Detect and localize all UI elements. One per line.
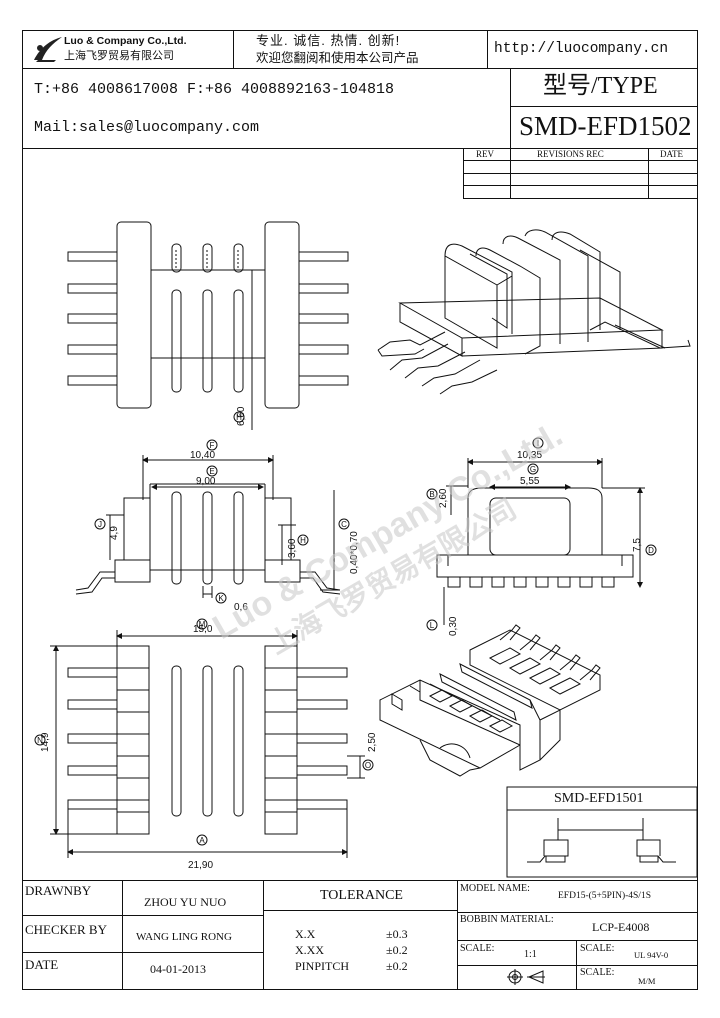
ref-letter-o: O (365, 761, 371, 770)
tol-key-1: X.X (295, 927, 316, 941)
checker-value: WANG LING RONG (136, 931, 232, 943)
drawnby-value: ZHOU YU NUO (144, 895, 227, 909)
drawnby-label: DRAWNBY (25, 883, 92, 898)
model-name-label: MODEL NAME: (460, 883, 530, 894)
bobbin-material-label: BOBBIN MATERIAL: (460, 914, 554, 925)
company-name-en: Luo & Company Co.,Ltd. (64, 35, 187, 47)
bottom-view (50, 630, 365, 858)
dim-side-d: 7,5 (632, 538, 643, 552)
tol-key-3: PINPITCH (295, 959, 350, 973)
dim-bottom-m: 15,0 (193, 624, 213, 635)
bobbin-material-value: LCP-E4008 (592, 920, 650, 934)
dim-top-h: 6,60 (236, 406, 247, 426)
scale3-value: M/M (638, 976, 656, 986)
projection-symbol-icon (507, 969, 545, 985)
scale-label: SCALE: (460, 943, 495, 954)
ref-letter-g: G (530, 465, 536, 474)
revisions-col-date: DATE (660, 149, 683, 159)
tol-val-1: ±0.3 (386, 927, 408, 941)
ref-letter-f: F (210, 441, 215, 450)
reference-box (506, 786, 698, 878)
watermark-en: Luo & Company Co.,Ltd. (206, 416, 569, 647)
ref-letter-b: B (429, 490, 434, 499)
ref-letter-c: C (341, 520, 347, 529)
scale3-label: SCALE: (580, 967, 615, 978)
ref-letter-d: D (648, 546, 654, 555)
slogan-line-1: 专业. 诚信. 热情. 创新! (256, 33, 401, 48)
isometric-view-top (377, 229, 691, 395)
dim-front-j: 4,9 (109, 526, 120, 540)
model-number: SMD-EFD1502 (519, 111, 692, 141)
dim-side-l: 0,30 (448, 616, 459, 636)
side-view (436, 458, 645, 625)
dim-front-k: 0,6 (234, 602, 248, 613)
isometric-view-bottom (379, 624, 601, 777)
luo-logo-icon (34, 37, 62, 62)
ref-letter-h-top: H (236, 413, 242, 422)
dim-front-h: 3,60 (287, 538, 298, 558)
dim-side-b: 2,60 (438, 488, 449, 508)
date-value: 04-01-2013 (150, 962, 206, 976)
ref-letter-j: J (98, 520, 102, 529)
ref-letter-a: A (199, 836, 205, 845)
dim-bottom-n: 14,9 (40, 732, 51, 752)
dim-side-g: 5,55 (520, 476, 540, 487)
tol-val-3: ±0.2 (386, 959, 408, 973)
checker-label: CHECKER BY (25, 922, 107, 937)
tolerance-label: TOLERANCE (320, 888, 403, 903)
top-view (67, 221, 349, 430)
scale2-value: UL 94V-0 (634, 950, 669, 960)
ref-letter-l: L (430, 621, 435, 630)
email-address[interactable]: Mail:sales@luocompany.com (34, 119, 260, 136)
dim-front-c: 0,40*0,70 (349, 531, 360, 574)
scale2-label: SCALE: (580, 943, 615, 954)
date-label: DATE (25, 957, 59, 972)
ref-letter-i: I (537, 439, 539, 448)
front-view (75, 455, 341, 598)
slogan-line-2: 欢迎您翻阅和使用本公司产品 (256, 51, 419, 65)
dim-bottom-o: 2,50 (367, 732, 378, 752)
reference-box-title: SMD-EFD1501 (554, 791, 644, 806)
drawing-sheet-border (22, 30, 698, 990)
revisions-col-rec: REVISIONS REC (537, 149, 604, 159)
ref-letter-n: N (37, 736, 43, 745)
phone-fax: T:+86 4008617008 F:+86 4008892163-104818 (34, 81, 395, 98)
dim-side-i: 10,35 (517, 450, 542, 461)
dim-bottom-a: 21,90 (188, 860, 213, 871)
type-label: 型号/TYPE (543, 73, 658, 99)
dim-front-f: 10,40 (190, 450, 215, 461)
model-name-value: EFD15-(5+5PIN)-4S/1S (558, 891, 651, 901)
website-link[interactable]: http://luocompany.cn (494, 41, 669, 57)
ref-letter-k: K (218, 594, 224, 603)
ref-letter-e: E (209, 467, 214, 476)
company-name-cn: 上海飞罗贸易有限公司 (64, 50, 174, 62)
revisions-col-rev: REV (476, 149, 494, 159)
ref-letter-h-front: H (300, 536, 306, 545)
ref-letter-m: M (199, 620, 206, 629)
dim-front-e: 9,00 (196, 476, 216, 487)
tol-key-2: X.XX (295, 943, 324, 957)
tol-val-2: ±0.2 (386, 943, 408, 957)
scale-value: 1:1 (524, 949, 537, 960)
